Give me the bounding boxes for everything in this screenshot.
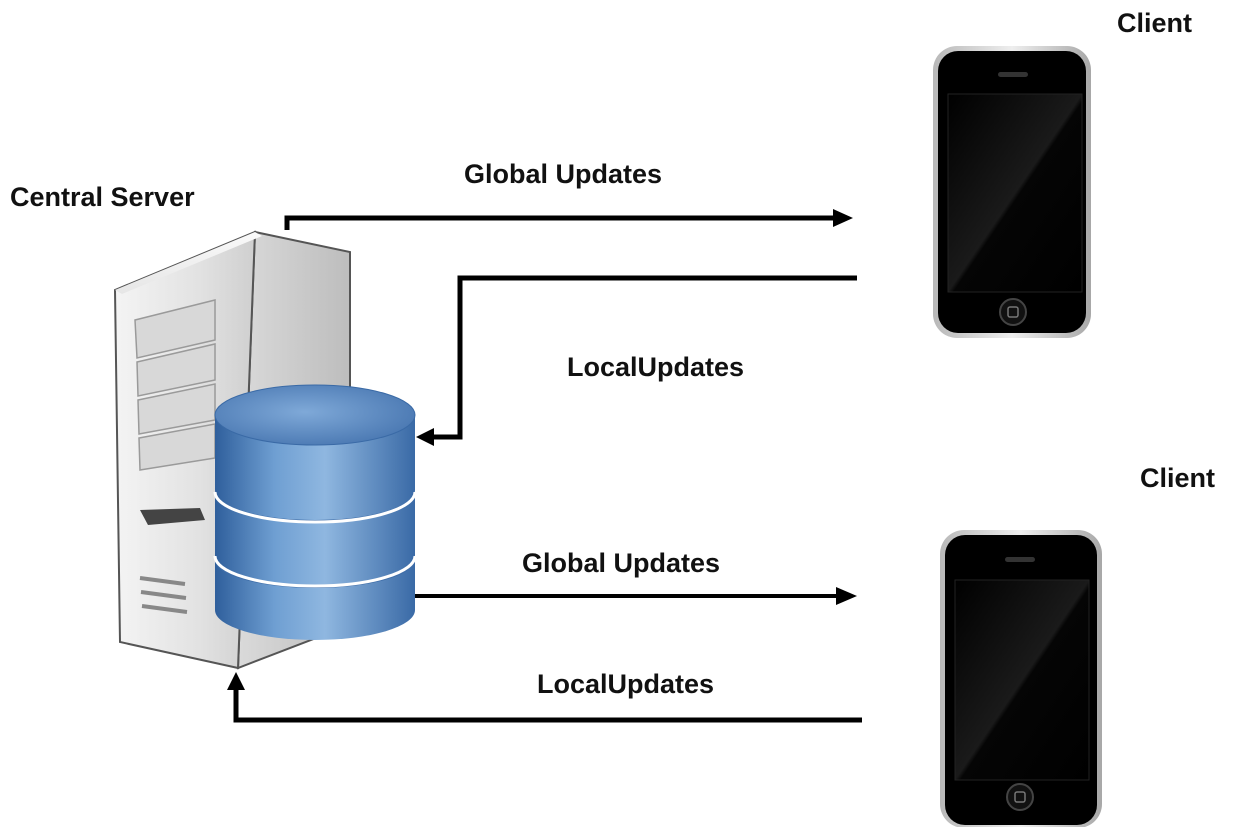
client-label-1: Client xyxy=(1117,8,1192,38)
arrow-label-global-updates-1: Global Updates xyxy=(464,159,662,189)
arrow-label-global-updates-2: Global Updates xyxy=(522,548,720,578)
arrow-label-local-updates-1: LocalUpdates xyxy=(567,352,744,382)
arrow-local-updates-1 xyxy=(416,275,857,446)
arrow-local-updates-2 xyxy=(227,672,862,723)
client-phone-2 xyxy=(940,530,1102,827)
client-label-2: Client xyxy=(1140,463,1215,493)
client-phone-1 xyxy=(933,46,1091,338)
server-label: Central Server xyxy=(10,182,195,212)
smartphone-icon xyxy=(940,530,1102,827)
database-icon xyxy=(213,384,417,640)
arrow-global-updates-2 xyxy=(415,587,857,605)
smartphone-icon xyxy=(933,46,1091,338)
arrow-global-updates-1 xyxy=(284,209,853,230)
arrow-label-local-updates-2: LocalUpdates xyxy=(537,669,714,699)
